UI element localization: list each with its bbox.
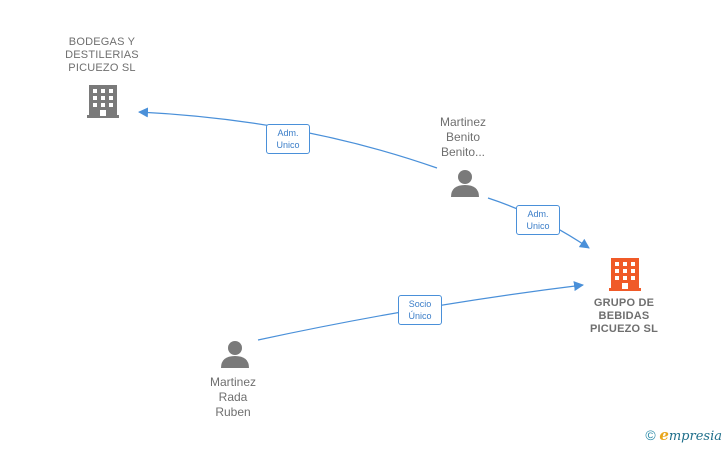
node-label-benito[interactable]: Martinez Benito Benito... <box>439 115 486 159</box>
edge-label-benito-bodegas[interactable]: Adm. Unico <box>266 124 310 154</box>
edge-label-rada-grupo[interactable]: Socio Único <box>398 295 442 325</box>
node-label-grupo[interactable]: GRUPO DE BEBIDAS PICUEZO SL <box>589 297 658 335</box>
node-label-rada[interactable]: Martinez Rada Ruben <box>209 375 256 419</box>
node-label-bodegas[interactable]: BODEGAS Y DESTILERIAS PICUEZO SL <box>65 36 139 74</box>
brand-logo: empresia <box>659 426 722 444</box>
copyright-symbol: © <box>645 427 656 443</box>
person-icon[interactable] <box>221 341 249 368</box>
building-icon[interactable] <box>87 85 119 118</box>
building-icon[interactable] <box>609 258 641 291</box>
person-icon[interactable] <box>451 170 479 197</box>
edge-label-benito-grupo[interactable]: Adm. Unico <box>516 205 560 235</box>
footer-brand[interactable]: © empresia <box>645 426 722 444</box>
